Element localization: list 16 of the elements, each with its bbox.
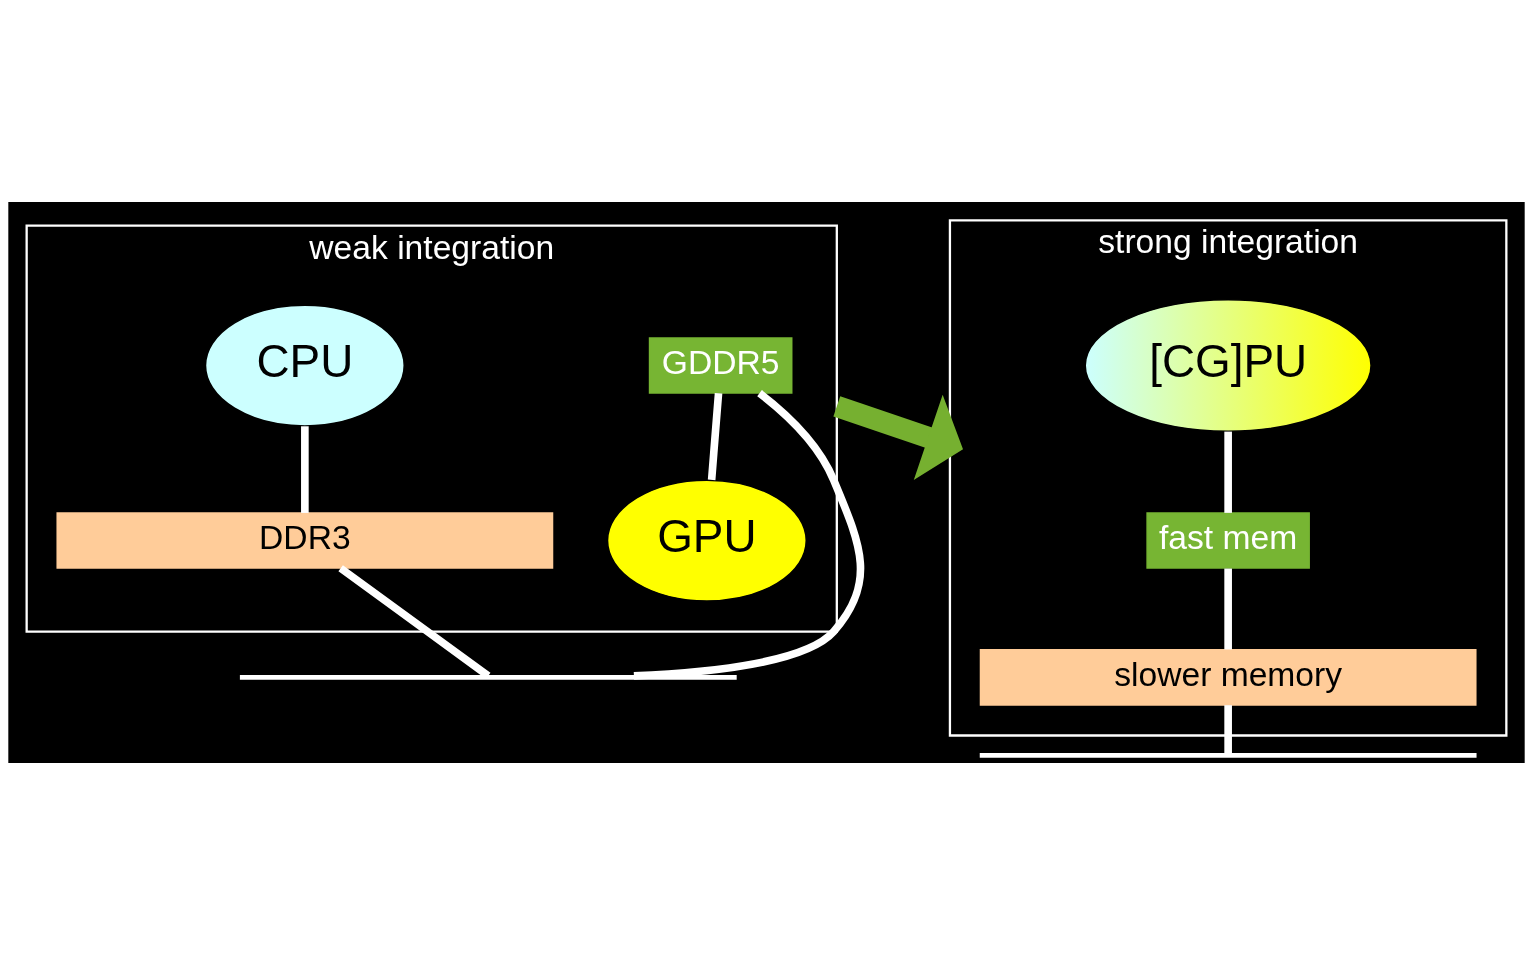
arrow (833, 394, 963, 481)
connector (1224, 431, 1232, 513)
node-box: DDR3 (56, 512, 554, 569)
connector (1224, 568, 1232, 650)
connector (1224, 705, 1232, 754)
node-box: fast mem (1146, 512, 1310, 569)
node-ellipse: GPU (606, 479, 807, 602)
node-bar (239, 675, 737, 680)
connector (301, 426, 309, 513)
node-box: slower memory (979, 649, 1477, 706)
node-bar (979, 753, 1477, 758)
node-ellipse: [CG]PU (1084, 299, 1372, 433)
connector (633, 390, 865, 680)
connector (707, 392, 723, 481)
node-box: GDDR5 (648, 337, 793, 394)
node-ellipse: CPU (204, 304, 405, 427)
